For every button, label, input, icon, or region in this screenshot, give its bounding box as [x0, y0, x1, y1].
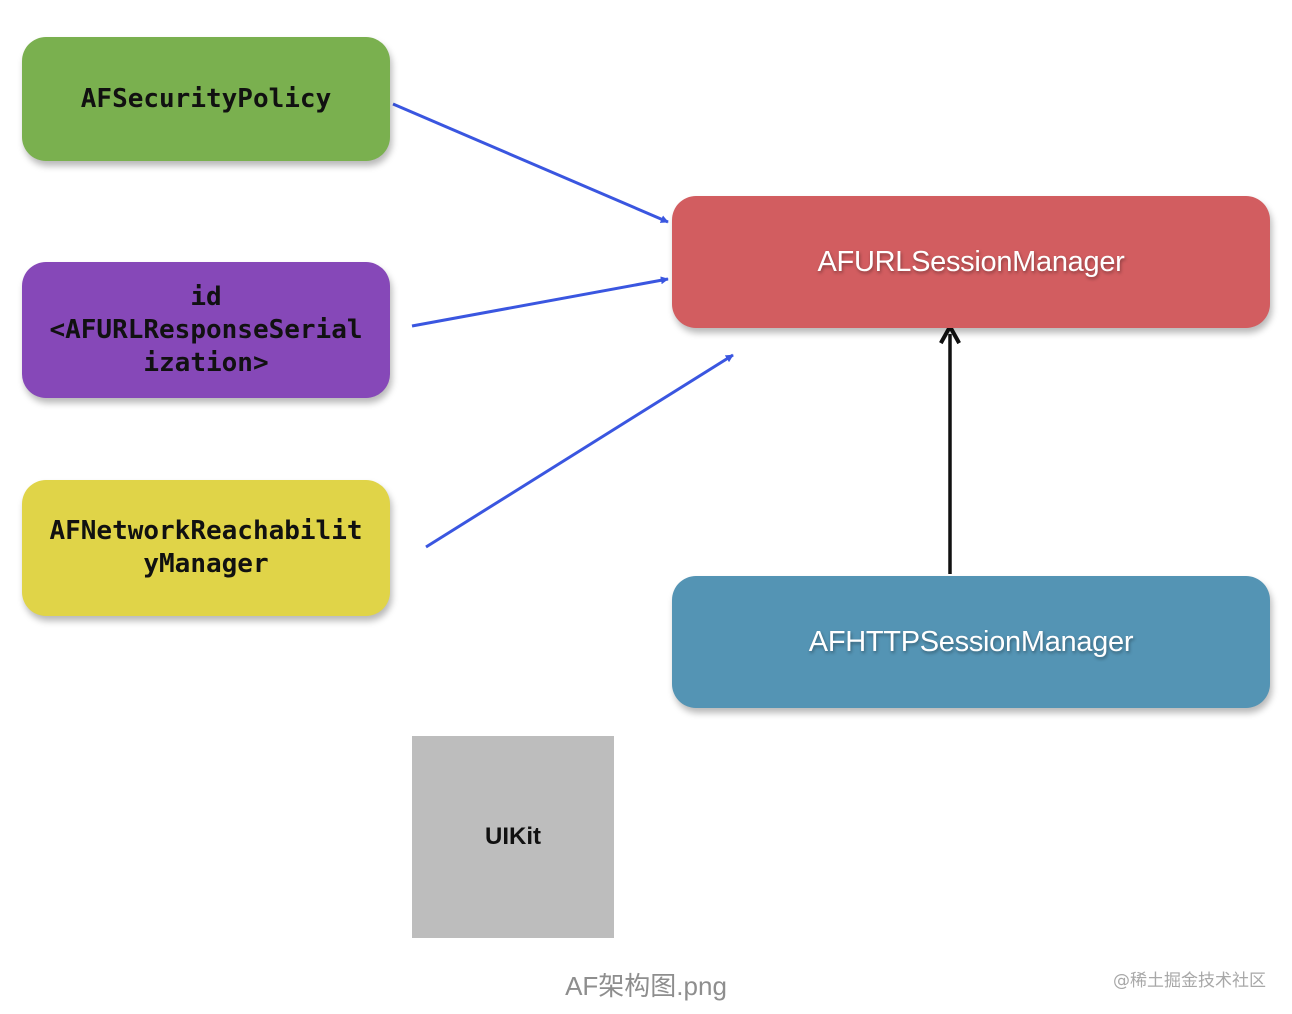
arrow-serialization-to-url [411, 276, 669, 328]
image-caption: AF架构图.png [565, 971, 727, 1001]
afhttpsessionmanager-box: AFHTTPSessionManager [672, 576, 1270, 708]
afnetworkreachabilitymanager-box: AFNetworkReachabilit yManager [22, 480, 390, 616]
afurlresponseserialization-box: id <AFURLResponseSerial ization> [22, 262, 390, 398]
watermark: @稀土掘金技术社区 [1113, 971, 1266, 991]
afsecuritypolicy-box: AFSecurityPolicy [22, 37, 390, 161]
uikit-box: UIKit [412, 736, 614, 938]
arrow-reachability-to-url [425, 353, 734, 549]
afurlsessionmanager-box: AFURLSessionManager [672, 196, 1270, 328]
arrow-security-to-url [392, 102, 669, 224]
